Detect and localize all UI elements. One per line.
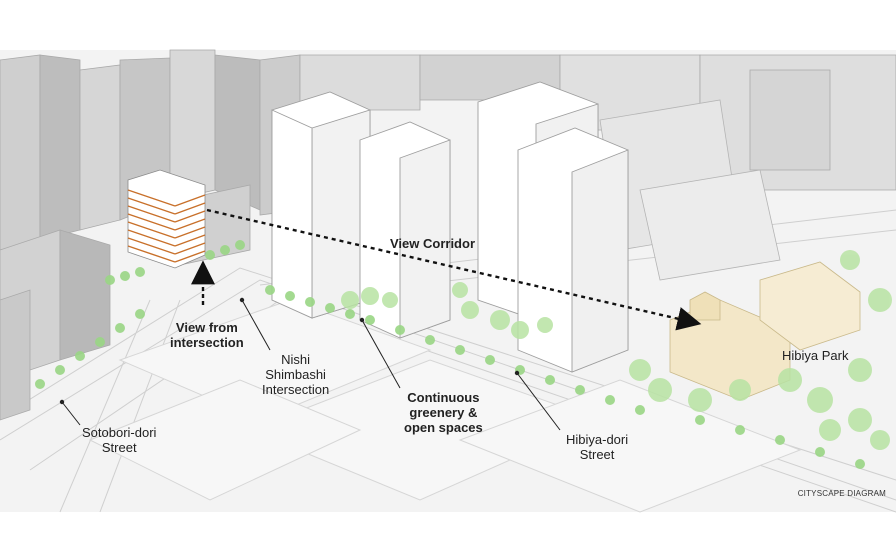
leader-lines (61, 299, 561, 431)
hibiya-park-text: Hibiya Park (782, 348, 849, 363)
view-from-intersection-line2: intersection (170, 335, 244, 350)
continuous-greenery-line1: Continuous (407, 390, 480, 405)
view-corridor-label: View Corridor (390, 236, 475, 251)
hibiya-dori-label: Hibiya-dori Street (566, 432, 628, 462)
street-trees (35, 240, 892, 469)
nishi-shimbashi-label: Nishi Shimbashi Intersection (262, 352, 329, 397)
leader-dots (59, 297, 520, 405)
view-corridor-text: View Corridor (390, 236, 476, 251)
diagram-credit: CITYSCAPE DIAGRAM (797, 489, 886, 498)
plaza-blocks (88, 299, 802, 513)
continuous-greenery-line3: open spaces (404, 420, 483, 435)
hibiya-dori-line1: Hibiya-dori (566, 432, 629, 447)
sotobori-dori-line2: Street (101, 440, 137, 455)
right-blocks (599, 99, 781, 281)
continuous-greenery-line2: greenery & (409, 405, 478, 420)
sotobori-dori-label: Sotobori-dori Street (82, 425, 156, 455)
nishi-shimbashi-line2: Shimbashi (265, 367, 326, 382)
sotobori-dori-line1: Sotobori-dori (82, 425, 157, 440)
new-towers (271, 81, 629, 373)
view-from-intersection-line1: View from (175, 320, 238, 335)
nishi-shimbashi-line3: Intersection (262, 382, 330, 397)
view-from-intersection-label: View from intersection (170, 320, 244, 350)
hibiya-park-label: Hibiya Park (782, 348, 848, 363)
highlighted-building (127, 169, 206, 269)
view-corridor-arrow (206, 208, 702, 331)
hibiya-dori-line2: Street (579, 447, 615, 462)
continuous-greenery-label: Continuous greenery & open spaces (404, 390, 483, 435)
nishi-shimbashi-line1: Nishi (281, 352, 311, 367)
